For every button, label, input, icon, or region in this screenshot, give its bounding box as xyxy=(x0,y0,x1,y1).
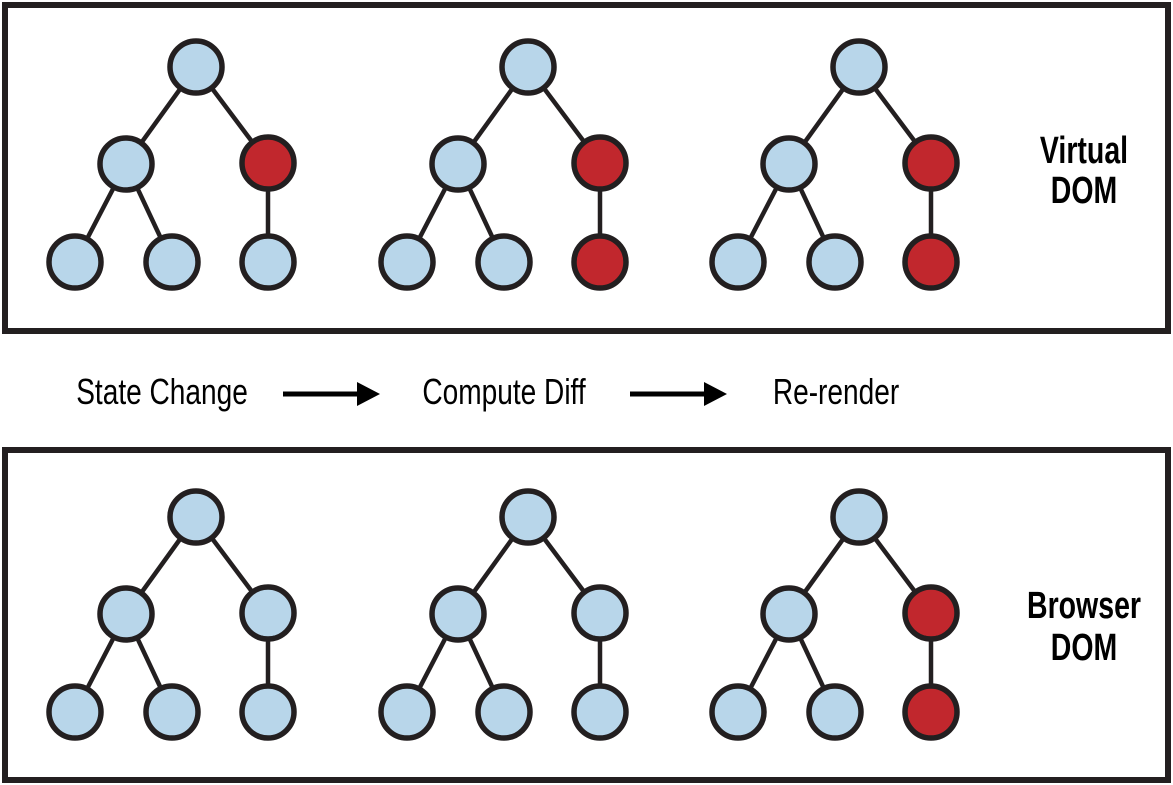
tree-node-blue xyxy=(239,683,297,741)
tree-node-red xyxy=(571,134,629,192)
browser-dom-label-line1: Browser xyxy=(1027,585,1141,627)
tree-node-blue xyxy=(97,135,155,193)
tree-node-red xyxy=(902,683,960,741)
tree-node-red xyxy=(239,134,297,192)
process-step-state-change: State Change xyxy=(76,372,248,412)
browser-dom-tree-3 xyxy=(709,488,960,741)
tree-node-blue xyxy=(806,233,864,291)
tree-node-red xyxy=(902,584,960,642)
trees-layer xyxy=(46,38,960,741)
virtual-dom-panel-border xyxy=(2,2,1171,334)
tree-node-blue xyxy=(709,683,767,741)
tree-node-blue xyxy=(499,488,557,546)
tree-node-blue xyxy=(806,683,864,741)
tree-node-blue xyxy=(475,683,533,741)
tree-node-blue xyxy=(378,233,436,291)
tree-node-blue xyxy=(46,683,104,741)
browser-dom-tree-2 xyxy=(378,488,629,741)
tree-node-blue xyxy=(167,488,225,546)
tree-node-blue xyxy=(760,585,818,643)
tree-node-blue xyxy=(239,233,297,291)
tree-node-blue xyxy=(709,233,767,291)
virtual-dom-label-line2: DOM xyxy=(1051,170,1117,212)
tree-node-red xyxy=(902,233,960,291)
tree-node-blue xyxy=(167,38,225,96)
browser-dom-tree-1 xyxy=(46,488,297,741)
tree-node-blue xyxy=(143,683,201,741)
virtual-dom-tree-3 xyxy=(709,38,960,291)
tree-node-blue xyxy=(571,584,629,642)
process-step-compute-diff: Compute Diff xyxy=(422,372,586,412)
browser-dom-label: Browser DOM xyxy=(1027,585,1141,669)
process-step-re-render: Re-render xyxy=(773,372,900,412)
arrow-right-icon xyxy=(630,382,727,406)
tree-node-blue xyxy=(475,233,533,291)
tree-node-blue xyxy=(830,488,888,546)
tree-node-blue xyxy=(760,135,818,193)
tree-node-blue xyxy=(571,683,629,741)
tree-node-blue xyxy=(830,38,888,96)
virtual-dom-tree-1 xyxy=(46,38,297,291)
virtual-dom-label: Virtual DOM xyxy=(1040,130,1128,212)
browser-dom-panel-border xyxy=(2,447,1171,783)
tree-node-red xyxy=(902,134,960,192)
arrow-right-icon xyxy=(283,382,380,406)
tree-node-blue xyxy=(143,233,201,291)
tree-node-blue xyxy=(97,585,155,643)
tree-node-blue xyxy=(239,584,297,642)
tree-node-blue xyxy=(429,585,487,643)
tree-node-red xyxy=(571,233,629,291)
browser-dom-label-line2: DOM xyxy=(1051,627,1117,669)
tree-node-blue xyxy=(378,683,436,741)
tree-node-blue xyxy=(46,233,104,291)
tree-node-blue xyxy=(429,135,487,193)
process-flow-row: State Change Compute Diff Re-render xyxy=(76,372,899,412)
virtual-dom-tree-2 xyxy=(378,38,629,291)
virtual-dom-label-line1: Virtual xyxy=(1040,130,1128,172)
tree-node-blue xyxy=(499,38,557,96)
